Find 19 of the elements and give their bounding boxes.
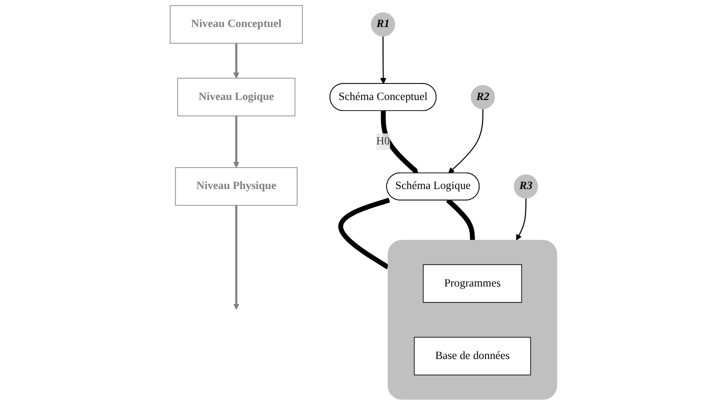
arrow [448,108,484,174]
node-box: Base de données [414,336,531,376]
connector [446,198,475,240]
node-box: Niveau Logique [177,78,296,116]
cluster [388,240,558,400]
edge-label: H0 [376,135,390,148]
node-circle: R3 [514,174,538,199]
arrow [380,111,418,174]
node-box: Niveau Physique [175,167,298,206]
node-box: Niveau Conceptuel [170,5,303,44]
connector [338,198,390,270]
arrow [233,205,240,310]
node-box: Programmes [422,264,522,303]
node-circle: R2 [470,84,495,110]
arrow [233,116,240,168]
node-circle: R1 [370,12,396,37]
arrow [516,198,526,240]
arrow [233,43,240,78]
arrow [380,36,386,84]
